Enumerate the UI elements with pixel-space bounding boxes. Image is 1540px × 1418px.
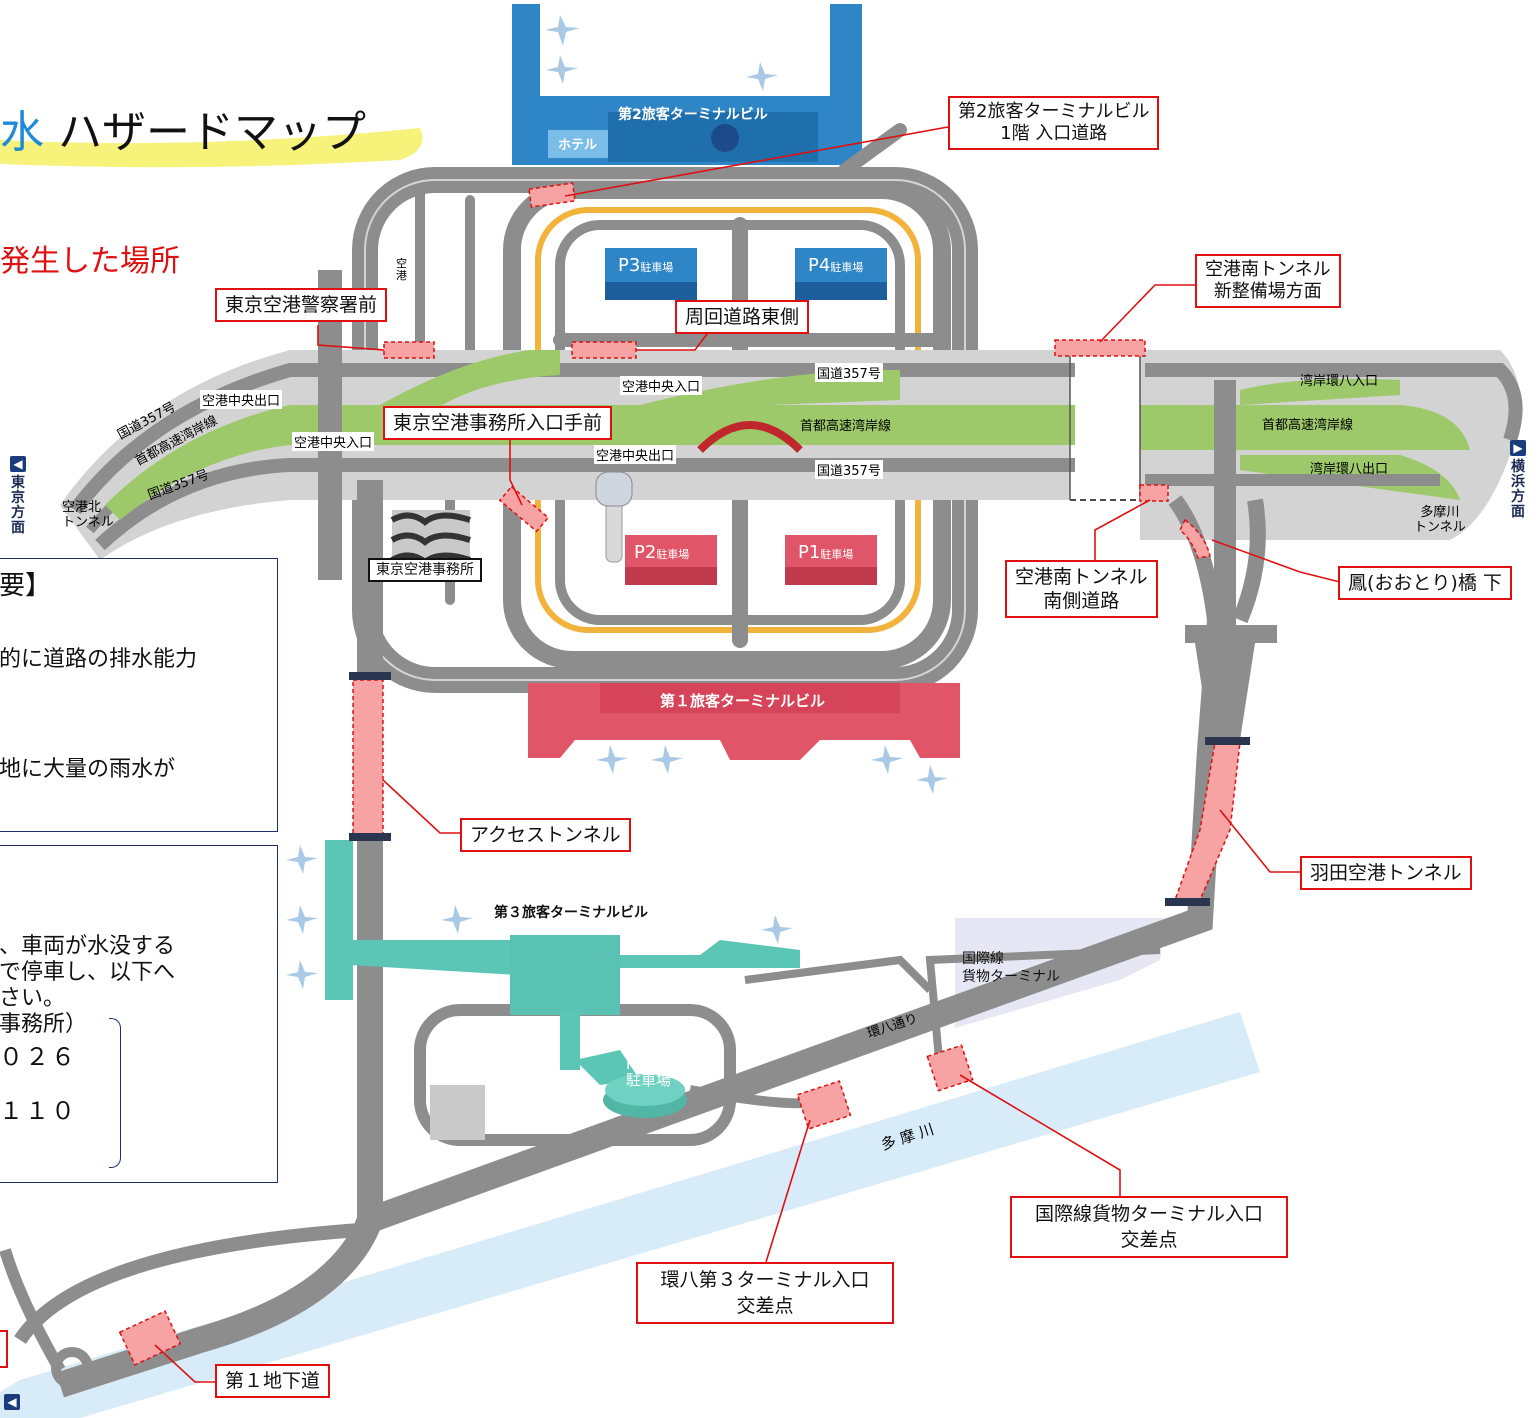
callout-t2-entrance: 第2旅客ターミナルビル 1階 入口道路 — [948, 96, 1160, 150]
title-highlight — [0, 128, 423, 168]
tunnel-portals — [349, 672, 1250, 906]
p3-number: P3 — [618, 255, 641, 276]
vertical-road-label: 空港 — [396, 257, 407, 282]
callout-south-tunnel-new: 空港南トンネル 新整備場方面 — [1195, 254, 1341, 308]
terminal-1-building — [528, 683, 960, 760]
notice-panel: 、車両が水没する で停車し、以下へ さい。 事務所） ０２６ １１０ — [0, 845, 278, 1183]
t2-label: 第2旅客ターミナルビル — [618, 107, 768, 123]
yokohama-direction-text: 横浜方面 — [1511, 459, 1525, 520]
overview-line1: 的に道路の排水能力 — [0, 647, 198, 672]
p5-suffix: 駐車場 — [626, 1071, 672, 1089]
callout-underpass1: 第１地下道 — [215, 1364, 331, 1398]
p4-number: P4 — [808, 255, 831, 276]
left-arrow-icon: ◀ — [10, 456, 26, 472]
callout-haneda-tunnel: 羽田空港トンネル — [1300, 856, 1472, 890]
overview-line2: 地に大量の雨水が — [0, 757, 176, 782]
airplane-icons — [286, 15, 948, 989]
notice-line2: で停車し、以下へ — [0, 960, 176, 985]
kanpachi-exit-label: 湾岸環八出口 — [1310, 462, 1389, 477]
callout-access-tunnel: アクセストンネル — [460, 818, 631, 852]
p4-label: P4駐車場 — [808, 255, 863, 276]
kanpachi-entrance-label: 湾岸環八入口 — [1300, 374, 1379, 389]
central-exit-label-b: 空港中央出口 — [594, 445, 677, 464]
page-title: 水 ハザードマップ — [0, 96, 366, 160]
t1-label: 第１旅客ターミナルビル — [660, 692, 826, 710]
p2-number: P2 — [634, 542, 657, 563]
phone-bracket — [109, 1018, 121, 1168]
route357-label-a: 国道357号 — [815, 363, 883, 382]
tama-tunnel-label: 多摩川 トンネル — [1414, 505, 1466, 535]
parking-buildings — [605, 248, 887, 585]
callout-lines — [154, 126, 1341, 1383]
p1-suffix: 駐車場 — [820, 548, 854, 561]
route357-label-b: 国道357号 — [815, 460, 883, 479]
left-arrow-icon: ◀ — [4, 1394, 20, 1410]
p2-label: P2駐車場 — [634, 542, 689, 563]
wangan-label-c: 首都高速湾岸線 — [1262, 418, 1354, 433]
flood-zones — [118, 182, 1241, 1366]
p3-suffix: 駐車場 — [640, 261, 674, 274]
otori-bridge-arch — [697, 421, 803, 453]
notice-line4: 事務所） — [0, 1012, 88, 1037]
control-tower — [595, 471, 633, 563]
title-accent: 水 — [0, 107, 44, 158]
p1-label: P1駐車場 — [798, 542, 853, 563]
tokyo-direction: ◀ 東京方面 — [10, 456, 26, 536]
notice-line3: さい。 — [0, 986, 66, 1011]
central-exit-label-a: 空港中央出口 — [200, 390, 283, 409]
yokohama-direction: ▶ 横浜方面 — [1510, 440, 1526, 520]
p3-label: P3駐車場 — [618, 255, 673, 276]
callout-cargo-intersection: 国際線貨物ターミナル入口 交差点 — [1010, 1196, 1288, 1258]
callout-south-tunnel-south: 空港南トンネル 南側道路 — [1005, 560, 1158, 618]
north-tunnel-label: 空港北 トンネル — [62, 500, 114, 530]
bottom-left-direction: ◀ — [4, 1394, 20, 1414]
right-arrow-icon: ▶ — [1510, 440, 1526, 456]
office-label: 東京空港事務所 — [368, 558, 482, 582]
t3-label: 第３旅客ターミナルビル — [494, 905, 648, 921]
callout-loop-east: 周回道路東側 — [675, 300, 810, 334]
notice-line5: ０２６ — [0, 1043, 77, 1071]
callout-fragment-left — [0, 1330, 8, 1368]
overview-heading: 要】 — [0, 571, 52, 601]
callout-kanpachi-t3: 環八第３ターミナル入口 交差点 — [636, 1262, 894, 1324]
p5-number: P5 — [626, 1055, 645, 1073]
notice-line1: 、車両が水没する — [0, 934, 176, 959]
callout-police: 東京空港警察署前 — [215, 288, 388, 322]
p4-suffix: 駐車場 — [830, 261, 864, 274]
overview-panel: 要】 的に道路の排水能力 地に大量の雨水が — [0, 558, 278, 832]
t2-hotel-label: ホテル — [558, 138, 598, 153]
wangan-label-a: 首都高速湾岸線 — [800, 419, 892, 434]
tama-river — [0, 1012, 1260, 1418]
terminal-3-building — [325, 840, 800, 1118]
notice-line6: １１０ — [0, 1097, 77, 1125]
p2-suffix: 駐車場 — [656, 548, 690, 561]
callout-office-entrance: 東京空港事務所入口手前 — [383, 406, 613, 440]
central-entrance-label-b: 空港中央入口 — [292, 432, 375, 451]
terminal-2-building — [512, 4, 862, 165]
title-rest: ハザードマップ — [44, 107, 366, 158]
central-entrance-label-a: 空港中央入口 — [620, 376, 703, 395]
cargo-label: 国際線 貨物ターミナル — [962, 951, 1060, 985]
page-subtitle: 発生した場所 — [0, 244, 180, 279]
p1-number: P1 — [798, 542, 821, 563]
tokyo-direction-text: 東京方面 — [11, 475, 25, 536]
callout-otori: 鳳(おおとり)橋 下 — [1338, 566, 1512, 600]
